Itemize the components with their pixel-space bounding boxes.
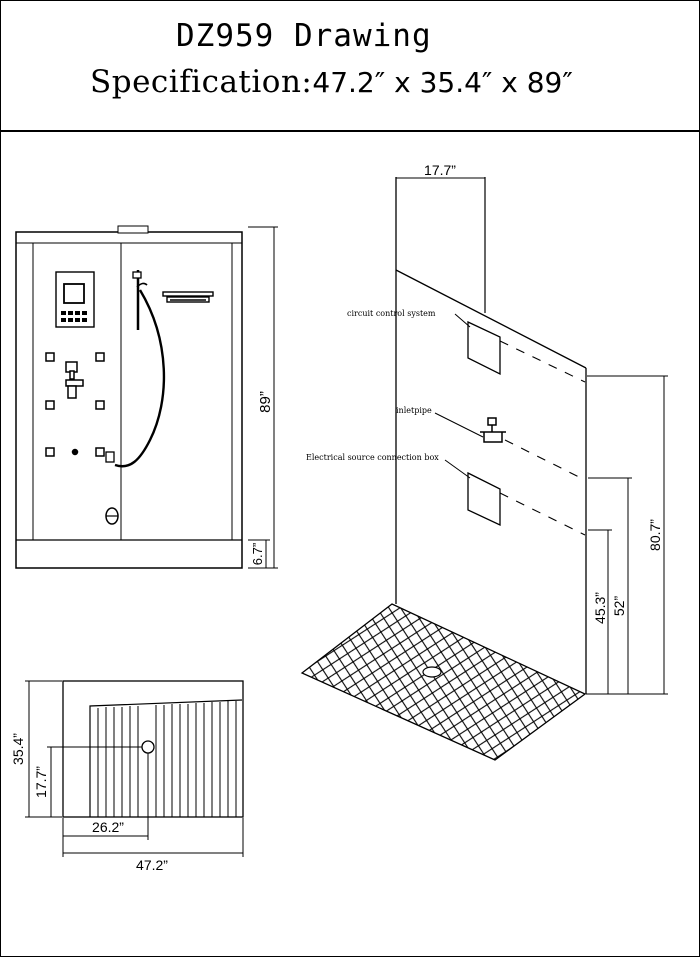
specification-line: Specification:47.2″ x 35.4″ x 89″	[90, 64, 573, 100]
height-52-label: 52”	[611, 596, 627, 617]
top-vent	[117, 225, 149, 234]
floor-ribs	[97, 701, 237, 817]
side-view	[300, 177, 668, 761]
electrical-source-box	[467, 471, 501, 527]
electrical-source-label: Electrical source connection box	[306, 453, 439, 462]
control-panel-screen	[63, 283, 85, 304]
front-outer-frame	[15, 231, 243, 569]
specification-value: 47.2″ x 35.4″ x 89″	[312, 66, 573, 99]
control-panel-keypad	[61, 311, 87, 322]
height-89-label: 89”	[257, 391, 274, 413]
drawing-title: DZ959 Drawing	[176, 18, 432, 54]
top-view	[25, 680, 244, 857]
shelf	[162, 291, 214, 303]
depth-35-4-label: 35.4”	[10, 733, 26, 765]
drain-depth-17-7-label: 17.7”	[33, 766, 49, 798]
base-6-7-label: 6.7”	[250, 543, 265, 565]
drawing-header: DZ959 Drawing Specification:47.2″ x 35.4…	[0, 0, 700, 132]
floor-drain-icon	[422, 666, 442, 678]
drain-width-26-2-label: 26.2”	[92, 819, 124, 835]
height-80-7-label: 80.7”	[647, 519, 663, 551]
front-view: 89” 6.7”	[15, 225, 278, 569]
inlet-pipe-label: inletpipe	[396, 406, 432, 415]
circuit-control-label: circuit control system	[347, 309, 436, 318]
side-width-label: 17.7”	[424, 162, 456, 178]
top-drain-icon	[141, 740, 155, 754]
shower-slide-bar	[105, 270, 166, 468]
width-47-2-label: 47.2”	[136, 857, 168, 873]
height-45-3-label: 45.3”	[592, 592, 608, 624]
inlet-pipe-icon	[480, 417, 506, 443]
specification-label: Specification:	[90, 64, 313, 100]
front-height-dimension	[248, 226, 278, 569]
body-jets	[45, 352, 105, 457]
mixer-valve	[65, 361, 84, 399]
circuit-control-box	[467, 320, 501, 376]
